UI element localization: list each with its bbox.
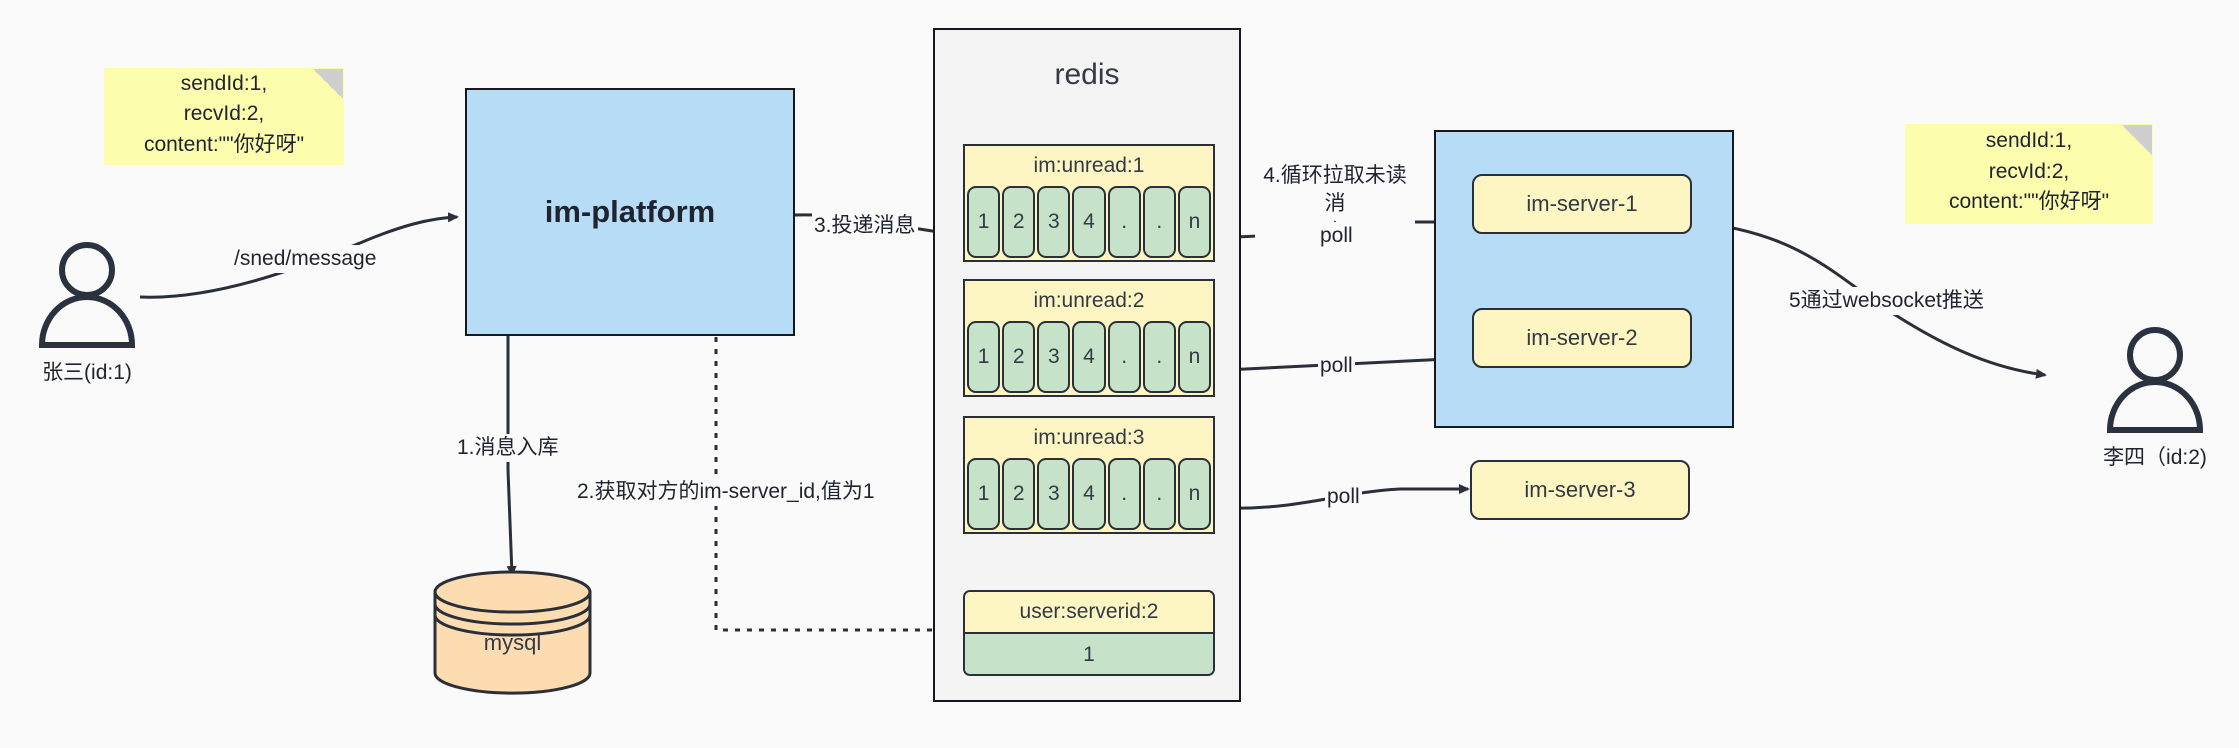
note-fold-icon	[313, 69, 343, 99]
queue-cell: .	[1107, 321, 1141, 393]
redis-queue-3[interactable]: im:unread:3 1 2 3 4 . . n	[963, 416, 1215, 534]
redis-queue-2[interactable]: im:unread:2 1 2 3 4 . . n	[963, 279, 1215, 397]
queue-cell: 2	[1002, 458, 1036, 530]
queue-cell: .	[1107, 186, 1141, 258]
im-server-3-label: im-server-3	[1524, 477, 1636, 502]
person-icon	[38, 242, 136, 348]
im-server-1-label: im-server-1	[1526, 191, 1638, 216]
note-right-message: sendId:1, recvId:2, content:""你好呀"	[1905, 124, 2153, 224]
actor-receiver: 李四（id:2)	[2090, 325, 2220, 471]
actor-sender: 张三(id:1)	[22, 240, 152, 386]
mysql-database[interactable]: mysql	[430, 570, 595, 695]
edge-label-step1: 1.消息入库	[455, 434, 561, 463]
redis-kv-user-serverid[interactable]: user:serverid:2 1	[963, 590, 1215, 676]
im-platform-label: im-platform	[544, 194, 716, 229]
queue-cell: n	[1177, 458, 1211, 530]
queue-cell: 1	[967, 321, 1001, 393]
edge-label-step3: 3.投递消息	[812, 212, 918, 241]
note-right-text: sendId:1, recvId:2, content:""你好呀"	[1948, 129, 2110, 214]
edge-label-poll-1: poll	[1318, 222, 1355, 251]
edge-label-poll-3: poll	[1325, 483, 1362, 512]
queue-cell: 3	[1037, 458, 1071, 530]
redis-kv-value: 1	[965, 634, 1213, 674]
queue-cell: .	[1142, 186, 1176, 258]
redis-queue-3-key: im:unread:3	[965, 418, 1213, 458]
im-platform-box[interactable]: im-platform	[465, 88, 795, 336]
queue-cell: .	[1107, 458, 1141, 530]
redis-queue-2-cells: 1 2 3 4 . . n	[965, 321, 1213, 395]
note-fold-icon	[2122, 125, 2152, 155]
queue-cell: 1	[967, 186, 1001, 258]
queue-cell: 3	[1037, 321, 1071, 393]
queue-cell: .	[1142, 458, 1176, 530]
redis-queue-1-cells: 1 2 3 4 . . n	[965, 186, 1213, 260]
im-server-2-node[interactable]: im-server-2	[1472, 308, 1692, 368]
im-server-1-node[interactable]: im-server-1	[1472, 174, 1692, 234]
queue-cell: 2	[1002, 321, 1036, 393]
person-icon	[2106, 327, 2204, 433]
actor-sender-label: 张三(id:1)	[42, 361, 132, 384]
redis-kv-key: user:serverid:2	[965, 592, 1213, 634]
im-server-2-label: im-server-2	[1526, 325, 1638, 350]
queue-cell: 3	[1037, 186, 1071, 258]
edge-label-poll-2: poll	[1318, 352, 1355, 381]
queue-cell: 4	[1072, 186, 1106, 258]
edge-label-step2: 2.获取对方的im-server_id,值为1	[575, 478, 877, 507]
edge-label-step5: 5通过websocket推送	[1787, 287, 1986, 316]
redis-queue-3-cells: 1 2 3 4 . . n	[965, 458, 1213, 532]
queue-cell: 1	[967, 458, 1001, 530]
note-left-text: sendId:1, recvId:2, content:""你好呀"	[143, 71, 305, 156]
mysql-label: mysql	[483, 630, 542, 655]
queue-cell: 2	[1002, 186, 1036, 258]
note-left-message: sendId:1, recvId:2, content:""你好呀"	[104, 68, 344, 165]
im-server-3-node[interactable]: im-server-3	[1470, 460, 1690, 520]
im-server-cluster: im-server-1 im-server-2	[1434, 130, 1734, 428]
queue-cell: .	[1142, 321, 1176, 393]
queue-cell: n	[1177, 186, 1211, 258]
redis-queue-1[interactable]: im:unread:1 1 2 3 4 . . n	[963, 144, 1215, 262]
edge-label-send-message: /sned/message	[232, 245, 379, 274]
queue-cell: 4	[1072, 321, 1106, 393]
queue-cell: n	[1177, 321, 1211, 393]
cylinder-icon	[433, 570, 592, 695]
redis-queue-2-key: im:unread:2	[965, 281, 1213, 321]
redis-queue-1-key: im:unread:1	[965, 146, 1213, 186]
redis-title: redis	[1054, 58, 1120, 91]
redis-container: redis im:unread:1 1 2 3 4 . . n im:unrea…	[933, 28, 1241, 702]
queue-cell: 4	[1072, 458, 1106, 530]
actor-receiver-label: 李四（id:2)	[2103, 446, 2207, 469]
